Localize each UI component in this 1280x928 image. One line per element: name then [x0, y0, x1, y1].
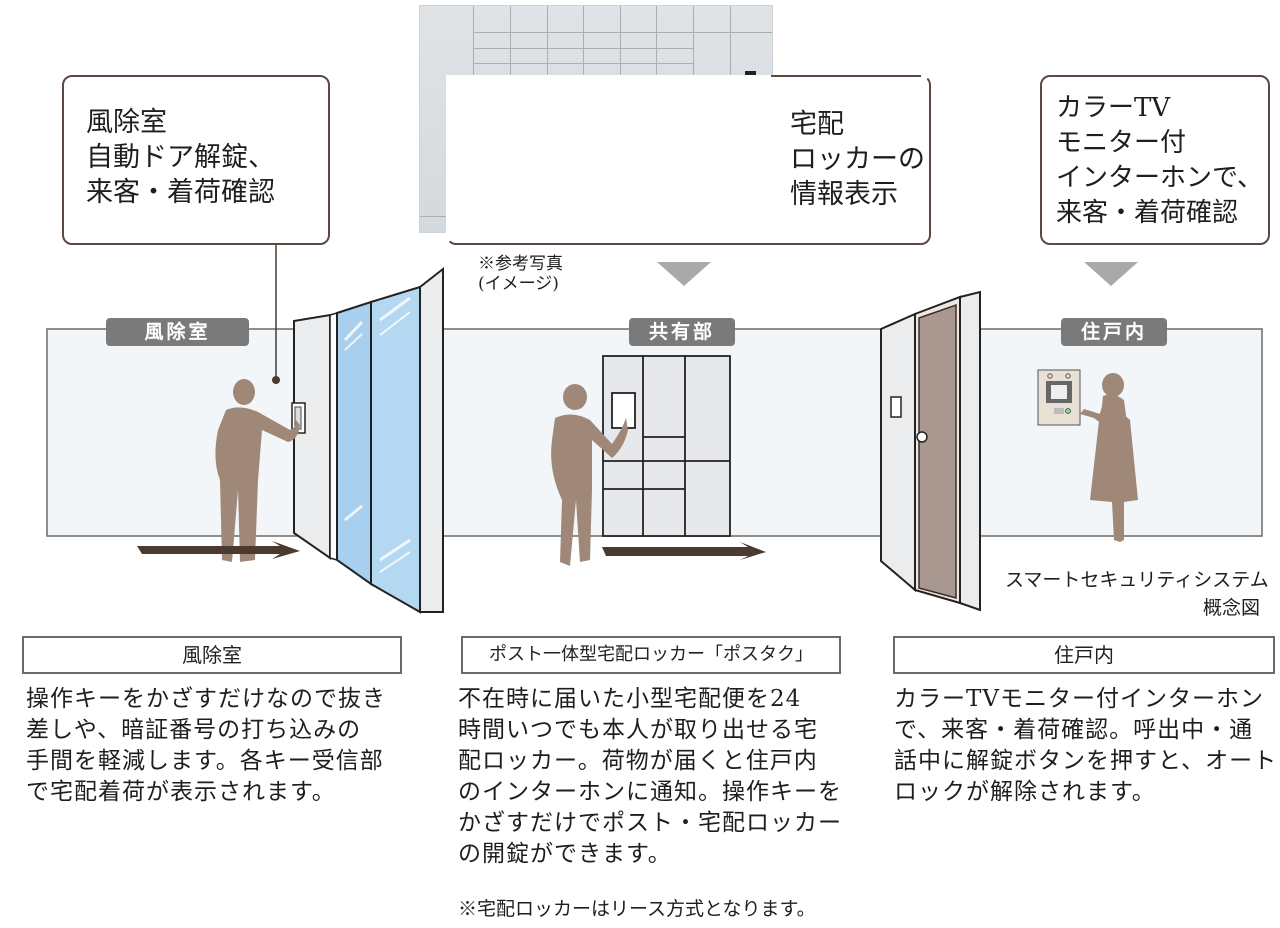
- direction-arrow-icon: [137, 541, 300, 559]
- callout-vestibule: 風除室 自動ドア解錠、 来客・着荷確認: [62, 75, 330, 245]
- diagram-caption: スマートセキュリティシステム 概念図: [1005, 569, 1269, 619]
- residence-door-icon: [880, 290, 981, 612]
- vestibule-door-icon: [291, 266, 444, 614]
- zone-label-residence: 住戸内: [1061, 318, 1167, 346]
- photo-caption: ※参考写真 (イメージ): [478, 254, 563, 294]
- callout-interphone-text: カラーTV モニター付 インターホンで、 来客・着荷確認: [1056, 93, 1263, 228]
- section-body-locker: 不在時に届いた小型宅配便を24 時間いつでも本人が取り出せる宅 配ロッカー。荷物…: [458, 686, 842, 867]
- person-silhouette-icon: [551, 384, 628, 566]
- zone-label-common-area: 共有部: [629, 318, 735, 346]
- callout-locker-top-edge: [771, 75, 921, 77]
- zone-label-vestibule: 風除室: [106, 318, 249, 346]
- arrow-down-icon: [657, 262, 711, 286]
- callout-vestibule-text: 風除室 自動ドア解錠、 来客・着荷確認: [86, 107, 275, 208]
- callout-locker-text: 宅配 ロッカーの 情報表示: [790, 109, 925, 210]
- interphone-monitor-icon: [1037, 369, 1081, 426]
- callout-interphone: カラーTV モニター付 インターホンで、 来客・着荷確認: [1040, 75, 1270, 245]
- delivery-locker-icon: [602, 355, 731, 537]
- section-title-residence: 住戸内: [893, 636, 1275, 674]
- section-title-locker: ポスト一体型宅配ロッカー「ポスタク」: [461, 636, 841, 674]
- direction-arrow-icon: [602, 542, 766, 560]
- callout-locker: 宅配 ロッカーの 情報表示: [446, 75, 931, 245]
- person-silhouette-icon: [215, 379, 300, 562]
- arrow-down-icon: [1084, 262, 1138, 286]
- section-body-residence: カラーTVモニター付インターホン で、来客・着荷確認。呼出中・通 話中に解錠ボタ…: [894, 686, 1278, 805]
- callout-leader-dot: [272, 376, 280, 384]
- section-title-vestibule: 風除室: [22, 636, 402, 674]
- section-note-locker: ※宅配ロッカーはリース方式となります。: [458, 898, 816, 920]
- person-silhouette-icon: [1080, 373, 1138, 542]
- section-body-vestibule: 操作キーをかざすだけなので抜き 差しや、暗証番号の打ち込みの 手間を軽減します。…: [26, 686, 386, 805]
